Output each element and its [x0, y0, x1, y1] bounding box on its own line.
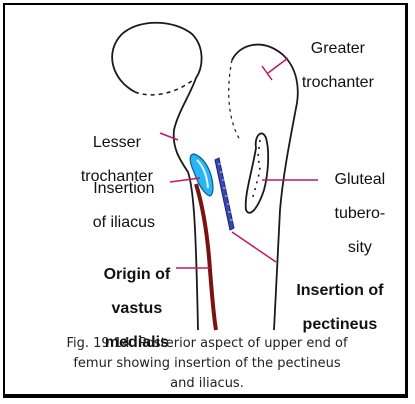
label-pectineus-line1: Insertion of — [296, 282, 383, 299]
label-vastus-line1: Origin of — [104, 266, 171, 283]
label-vastus-line2: vastus — [112, 300, 163, 317]
pectineus-insertion — [215, 158, 234, 230]
caption-line1: Fig. 19.14. Posterior aspect of upper en… — [6, 334, 408, 354]
leader-pectineus — [232, 232, 276, 262]
label-greater-trochanter: Greater trochanter — [279, 23, 379, 108]
intertrochanteric-crest — [229, 60, 240, 140]
femoral-head — [112, 23, 201, 92]
figure-caption: Fig. 19.14. Posterior aspect of upper en… — [6, 334, 408, 394]
label-gluteal-line1: Gluteal — [335, 171, 386, 188]
iliacus-insertion — [190, 154, 213, 196]
label-iliacus-line2: of iliacus — [93, 214, 155, 231]
label-insertion-iliacus: Insertion of iliacus — [60, 163, 170, 248]
leader-iliacus — [170, 178, 200, 182]
label-pectineus-line2: pectineus — [303, 316, 378, 333]
leader-greater-trochanter-tick — [262, 66, 272, 80]
leader-lesser-trochanter — [160, 133, 178, 140]
vastus-medialis-origin — [196, 184, 216, 330]
label-gluteal-line2: tubero- — [335, 205, 386, 222]
label-greater-line2: trochanter — [302, 74, 374, 91]
femoral-head-dashed-edge — [135, 78, 196, 95]
label-lesser-line1: Lesser — [93, 134, 141, 151]
caption-line3: and iliacus. — [6, 374, 408, 394]
label-gluteal-line3: sity — [348, 239, 372, 256]
gluteal-tuberosity — [246, 133, 268, 212]
label-iliacus-line1: Insertion — [93, 180, 154, 197]
caption-line2: femur showing insertion of the pectineus — [6, 354, 408, 374]
label-greater-line1: Greater — [311, 40, 365, 57]
label-gluteal-tuberosity: Gluteal tubero- sity — [316, 154, 386, 273]
